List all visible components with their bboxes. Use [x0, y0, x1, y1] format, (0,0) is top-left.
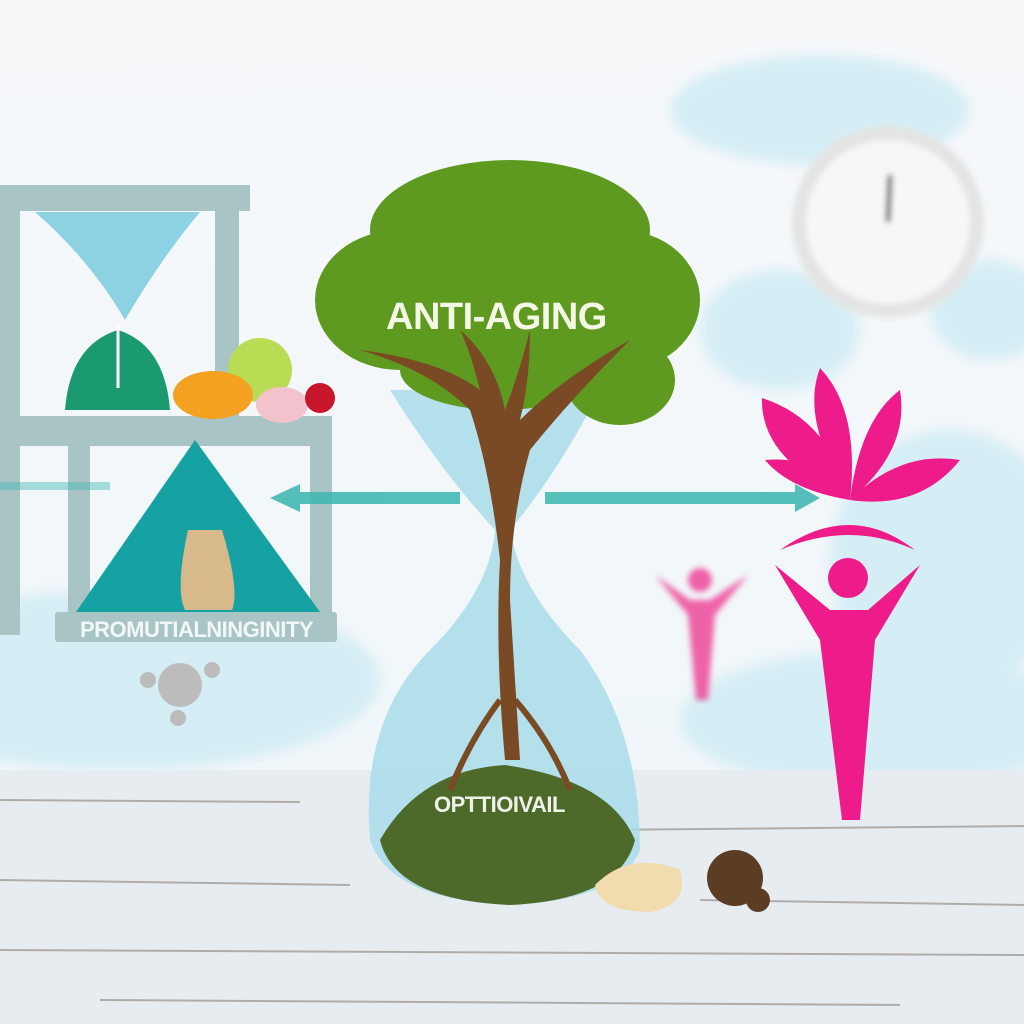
lotus-flower-icon — [761, 368, 960, 502]
anti-aging-title: ANTI-AGING — [386, 296, 607, 338]
hourglass-base-text: OPTTIOIVAIL — [434, 792, 565, 817]
silver-ornament-icon — [140, 662, 220, 726]
fruit-group — [173, 338, 335, 423]
teal-pyramid — [76, 440, 320, 612]
shelf-banner-text: PROMUTIALNINGINITY — [80, 617, 314, 642]
tree — [315, 160, 700, 792]
table-cracks — [0, 799, 1024, 1006]
small-hourglass-icon — [35, 212, 200, 410]
pinecone-icon — [707, 850, 770, 912]
pink-figure-large-icon — [775, 525, 920, 820]
tree-canopy — [315, 160, 700, 425]
arrows — [0, 482, 820, 512]
burlap-sack-icon — [180, 530, 235, 610]
pink-figure-small-icon — [655, 568, 748, 700]
garlic-icon — [595, 862, 682, 912]
clock-icon — [792, 126, 984, 318]
